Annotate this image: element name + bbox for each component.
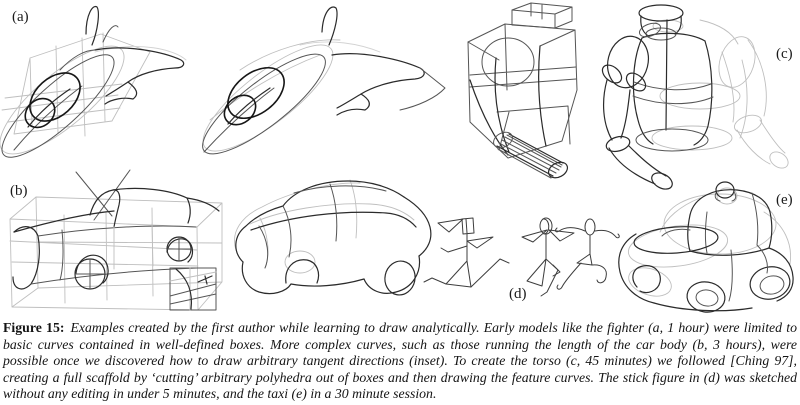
taxi-sketch bbox=[618, 181, 794, 313]
figure-label-d: (d) bbox=[509, 286, 527, 302]
car-sketch-refined bbox=[234, 179, 432, 296]
figure-caption: Figure 15:Examples created by the first … bbox=[3, 320, 797, 403]
caption-figure-number: Figure 15: bbox=[3, 320, 65, 335]
figure-panel: (a) (b) (c) (d) (e) bbox=[0, 2, 794, 313]
torso-scaffold-sketch bbox=[467, 2, 578, 179]
figure-illustration bbox=[0, 2, 794, 313]
tangent-inset bbox=[169, 267, 217, 311]
car-sketch-scaffold bbox=[9, 169, 223, 311]
figure-label-c: (c) bbox=[776, 46, 793, 62]
torso-refined-sketch bbox=[601, 4, 789, 190]
figure-label-a: (a) bbox=[12, 9, 29, 25]
stick-figure-sketches bbox=[423, 217, 620, 297]
figure-label-e: (e) bbox=[776, 192, 793, 208]
caption-text: Examples created by the first author whi… bbox=[3, 320, 798, 402]
fighter-sketch-scaffold bbox=[0, 5, 187, 158]
figure-label-b: (b) bbox=[10, 183, 28, 199]
fighter-sketch-refined bbox=[202, 6, 446, 155]
